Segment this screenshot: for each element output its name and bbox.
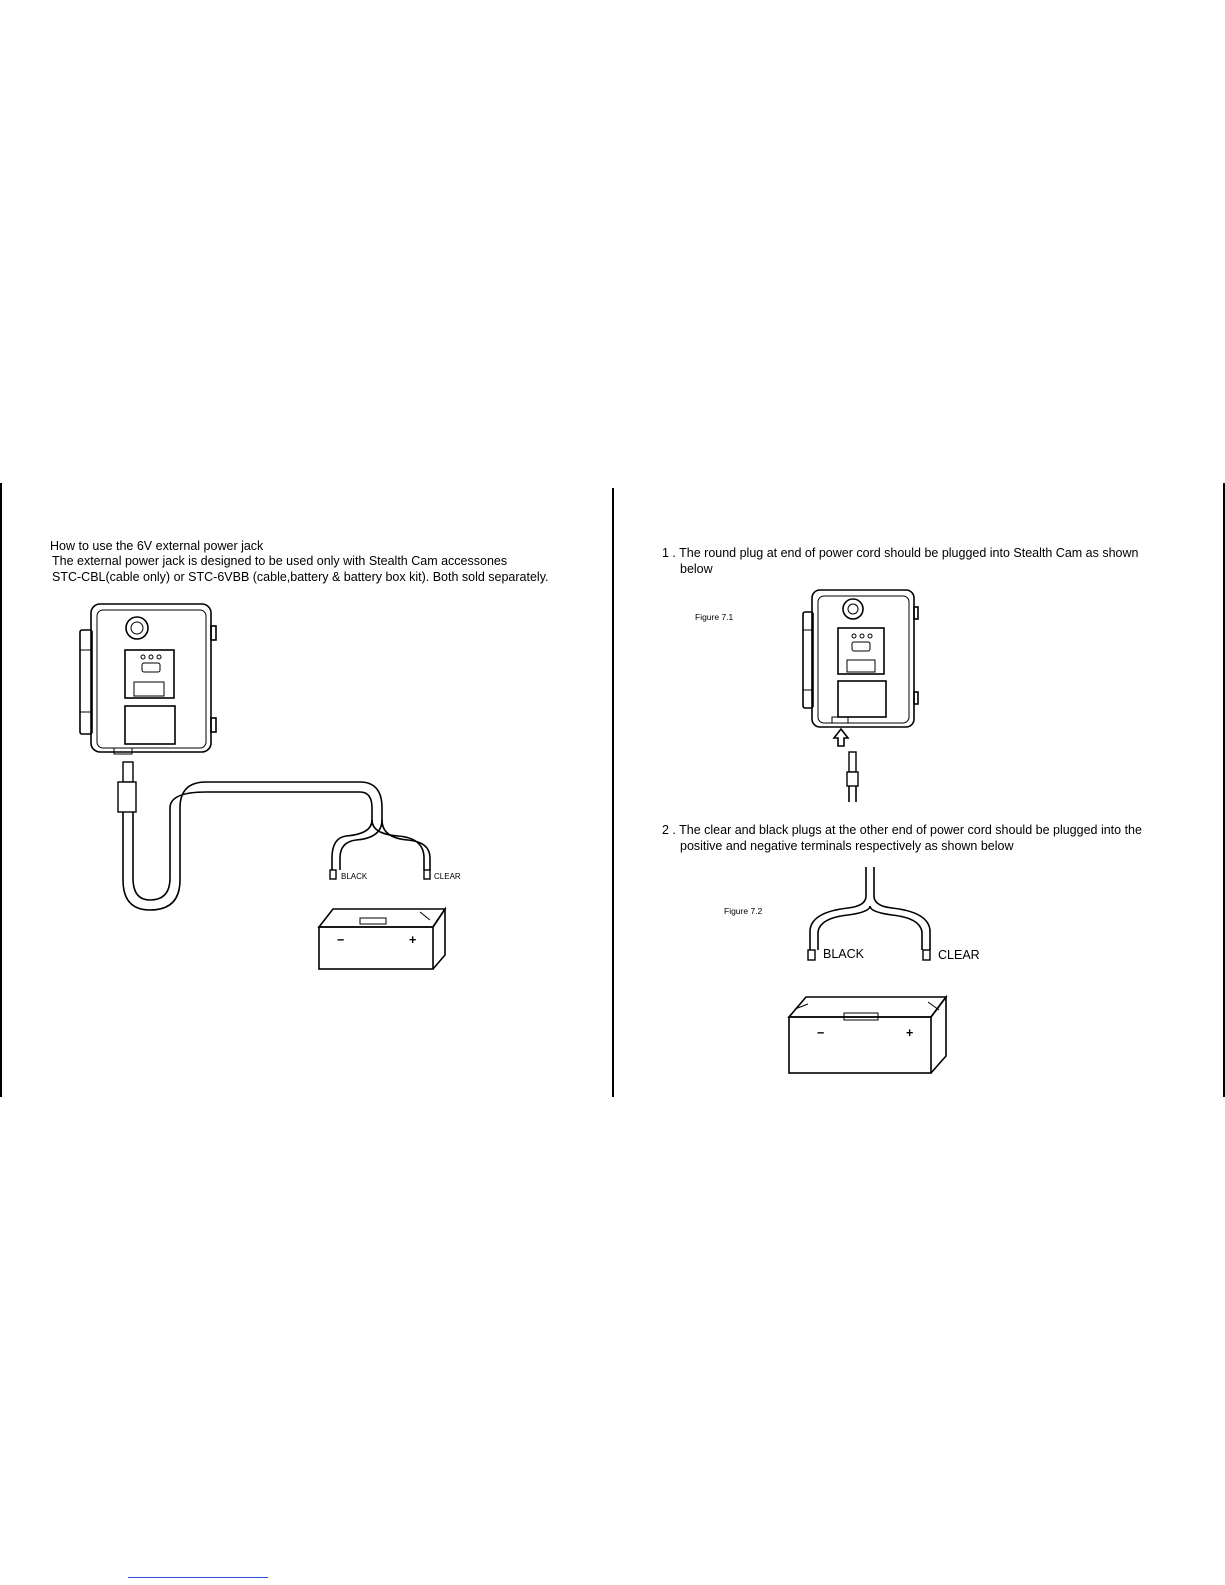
round-plug-illustration — [846, 751, 859, 802]
camera-body-illustration — [79, 603, 217, 755]
intro-line-2: STC-CBL(cable only) or STC-6VBB (cable,b… — [52, 570, 549, 584]
battery-illustration-right — [787, 994, 948, 1074]
plug-label-black: BLACK — [341, 872, 368, 881]
arrow-up-icon — [832, 727, 850, 747]
page-fold-divider — [612, 488, 614, 1097]
step-2-line-2: positive and negative terminals respecti… — [680, 839, 1014, 853]
intro-line-1: The external power jack is designed to b… — [52, 554, 508, 568]
plug-label-clear: CLEAR — [434, 872, 461, 881]
battery-plus-terminal-large: + — [906, 1026, 914, 1040]
figure-7-2-label: Figure 7.2 — [724, 906, 763, 916]
right-page-edge — [1223, 483, 1225, 1097]
battery-plus-terminal: + — [409, 933, 417, 947]
step-2-line-1: 2 . The clear and black plugs at the oth… — [662, 823, 1142, 837]
section-heading: How to use the 6V external power jack — [50, 539, 264, 553]
bottom-blue-rule — [128, 1577, 268, 1578]
split-cord-illustration — [807, 867, 931, 961]
step-1-line-1: 1 . The round plug at end of power cord … — [662, 546, 1139, 560]
left-page-edge — [0, 483, 2, 1097]
battery-minus-terminal: − — [337, 933, 345, 947]
power-cord-illustration — [117, 761, 431, 911]
plug-label-black-large: BLACK — [823, 947, 864, 961]
figure-7-1-label: Figure 7.1 — [695, 612, 734, 622]
battery-illustration-left — [317, 906, 447, 970]
step-1-line-2: below — [680, 562, 713, 576]
camera-body-figure-7-1 — [802, 589, 919, 728]
plug-label-clear-large: CLEAR — [938, 948, 980, 962]
battery-minus-terminal-large: − — [817, 1026, 825, 1040]
